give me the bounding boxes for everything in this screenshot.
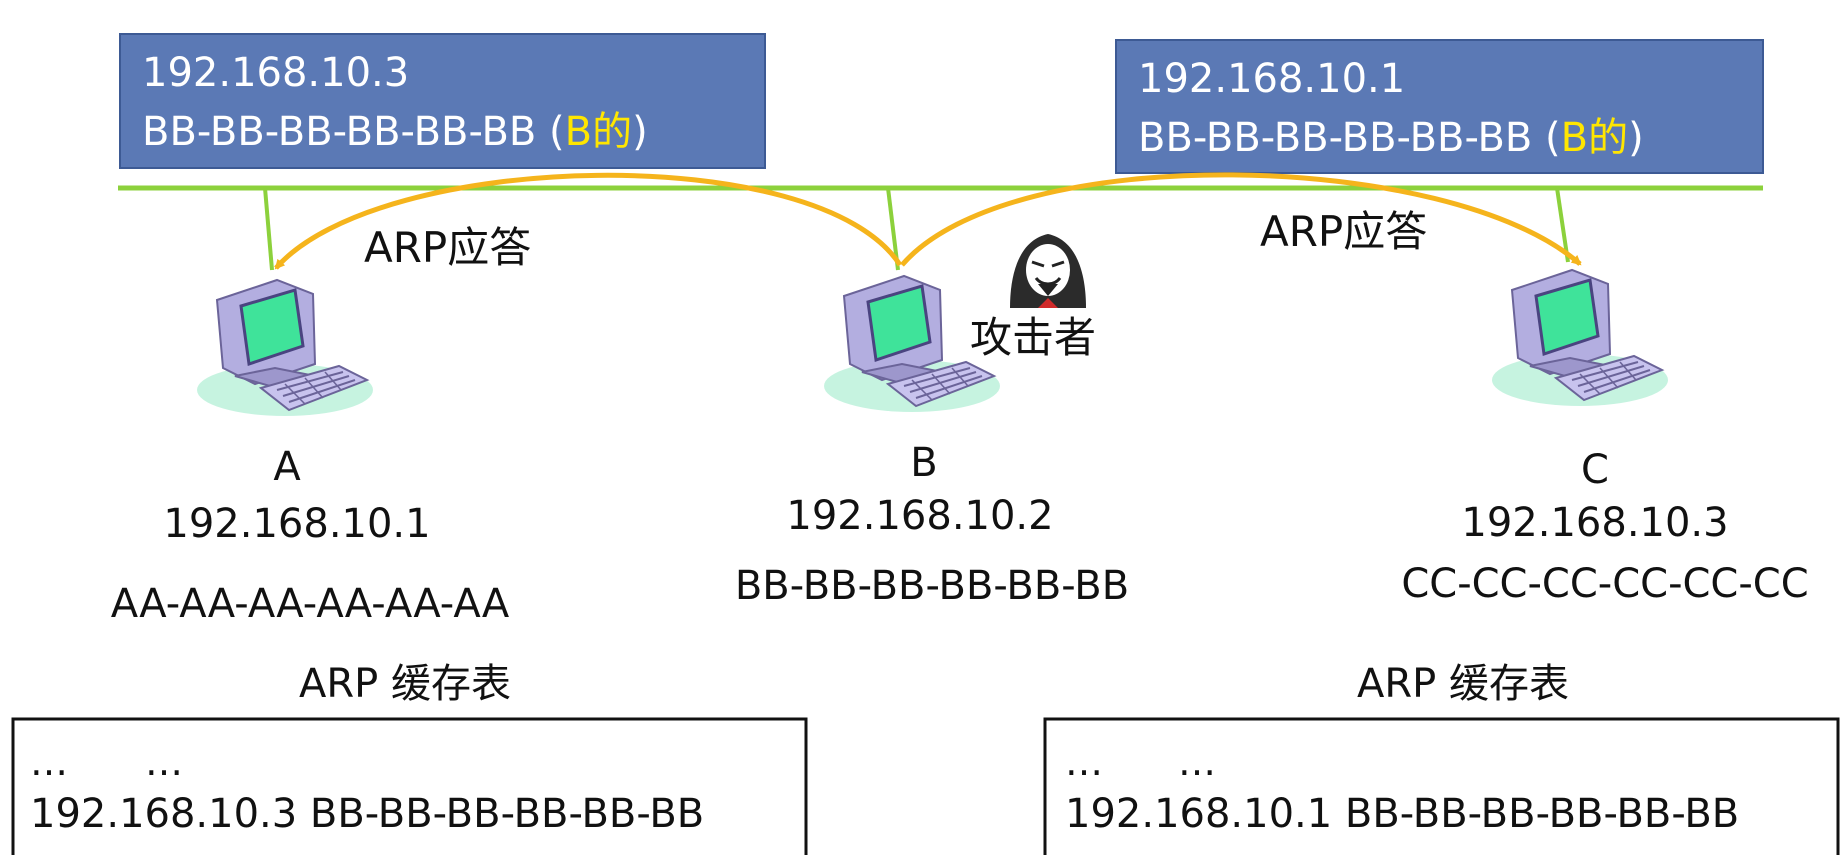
packet-mac: BB-BB-BB-BB-BB-BB (1138, 115, 1532, 161)
packet-box-right: 192.168.10.1 BB-BB-BB-BB-BB-BB (B的) (1115, 39, 1764, 174)
packet-mac: BB-BB-BB-BB-BB-BB (142, 109, 536, 155)
arp-table-entry: 192.168.10.1 BB-BB-BB-BB-BB-BB (1065, 791, 1739, 837)
packet-ip: 192.168.10.1 (1138, 56, 1405, 102)
host-ip-b: 192.168.10.2 (786, 493, 1053, 539)
arp-table-ellipsis: … (30, 740, 68, 784)
packet-box-left: 192.168.10.3 BB-BB-BB-BB-BB-BB (B的) (119, 33, 766, 169)
host-mac-b: BB-BB-BB-BB-BB-BB (735, 563, 1129, 609)
host-mac-c: CC-CC-CC-CC-CC-CC (1401, 561, 1808, 607)
arp-table-entry: 192.168.10.3 BB-BB-BB-BB-BB-BB (30, 791, 704, 837)
packet-owner: B的 (1561, 115, 1628, 161)
host-mac-a: AA-AA-AA-AA-AA-AA (111, 581, 510, 627)
arp-reply-label-left: ARP应答 (364, 223, 531, 272)
arp-reply-arrow-left (274, 172, 903, 270)
arp-reply-label-right: ARP应答 (1260, 207, 1427, 256)
drop-line-a (263, 187, 274, 271)
host-name-a: A (273, 444, 301, 490)
arp-table-ellipsis: … (145, 740, 183, 784)
arp-table-title-a: ARP 缓存表 (299, 661, 511, 707)
arp-table-a: … … 192.168.10.3 BB-BB-BB-BB-BB-BB (11, 717, 808, 855)
hooded-hacker-icon (1010, 234, 1086, 308)
drop-line-c (1555, 187, 1570, 263)
attacker-label: 攻击者 (970, 313, 1096, 362)
packet-ip: 192.168.10.3 (142, 50, 409, 96)
host-ip-a: 192.168.10.1 (163, 501, 430, 547)
host-name-b: B (910, 440, 937, 486)
computer-icon-a (195, 278, 375, 418)
arp-table-c: … … 192.168.10.1 BB-BB-BB-BB-BB-BB (1043, 717, 1840, 855)
arp-reply-arrow-right (900, 172, 1582, 267)
arp-table-ellipsis: … (1065, 740, 1103, 784)
arp-table-title-c: ARP 缓存表 (1357, 661, 1569, 707)
computer-icon-c (1490, 268, 1670, 408)
packet-owner: B的 (565, 109, 632, 155)
host-ip-c: 192.168.10.3 (1461, 500, 1728, 546)
arp-table-ellipsis: … (1178, 740, 1216, 784)
packet-mac-line: BB-BB-BB-BB-BB-BB (B的) (1138, 115, 1644, 161)
packet-mac-line: BB-BB-BB-BB-BB-BB (B的) (142, 109, 648, 155)
host-name-c: C (1581, 447, 1609, 493)
